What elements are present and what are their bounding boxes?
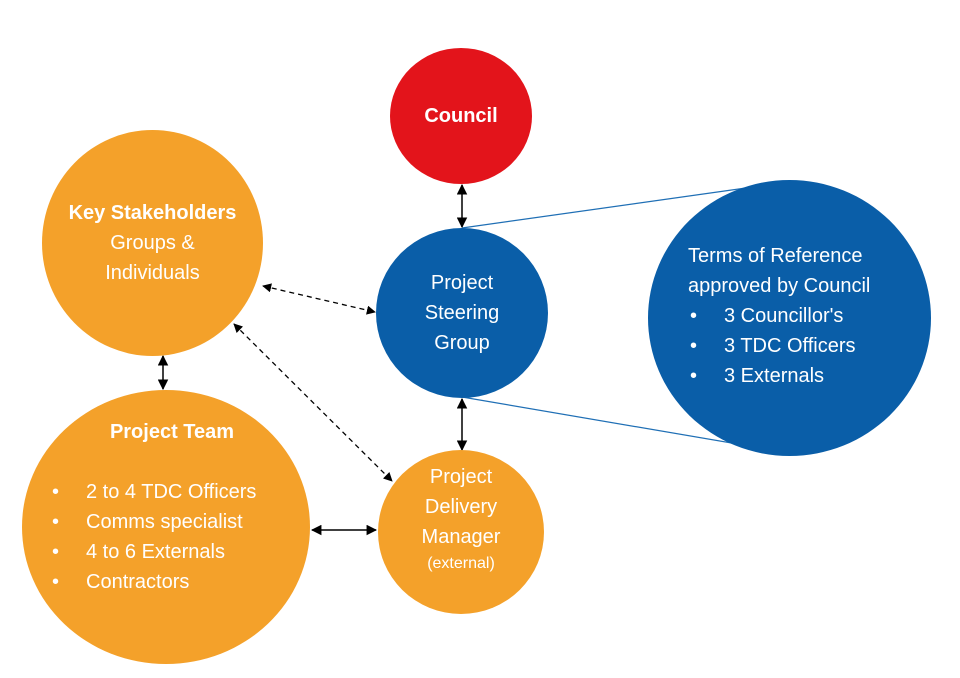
project-team-list: 2 to 4 TDC Officers Comms specialist 4 t… <box>50 477 256 597</box>
project-team-item: 4 to 6 Externals <box>50 537 256 567</box>
terms-item: 3 Councillor's <box>688 301 918 331</box>
callout-line-top <box>461 185 761 229</box>
council-label: Council <box>424 105 498 127</box>
arrow-stakeholders-delivery <box>233 323 393 482</box>
arrow-stakeholders-steering <box>262 283 376 315</box>
steering-group-node <box>376 228 548 398</box>
terms-item: 3 Externals <box>688 361 918 391</box>
key-stakeholders-line1: Groups & <box>110 232 195 254</box>
project-team-item: Comms specialist <box>50 507 256 537</box>
key-stakeholders-text: Key Stakeholders Groups & Individuals <box>42 198 263 288</box>
delivery-manager-line2: Delivery <box>424 496 498 518</box>
delivery-manager-line3: Manager <box>421 526 501 548</box>
project-team-title: Project Team <box>109 421 235 443</box>
steering-group-line1: Project <box>430 272 494 294</box>
steering-group-line3: Group <box>434 332 490 354</box>
council-node <box>390 48 532 184</box>
key-stakeholders-line2: Individuals <box>105 262 200 284</box>
delivery-manager-note: (external) <box>427 555 495 572</box>
project-team-item: Contractors <box>50 567 256 597</box>
delivery-manager-node <box>378 450 544 614</box>
key-stakeholders-node <box>42 130 263 356</box>
terms-of-reference-text: Terms of Reference approved by Council 3… <box>688 241 918 391</box>
key-stakeholders-title: Key Stakeholders <box>68 202 237 224</box>
delivery-manager-text: Project Delivery Manager (external) <box>378 462 544 576</box>
steering-group-line2: Steering <box>424 302 500 324</box>
terms-list: 3 Councillor's 3 TDC Officers 3 External… <box>688 301 918 391</box>
terms-item: 3 TDC Officers <box>688 331 918 361</box>
steering-group-text: Project Steering Group <box>376 268 548 358</box>
project-team-item: 2 to 4 TDC Officers <box>50 477 256 507</box>
terms-line2: approved by Council <box>688 275 871 297</box>
terms-line1: Terms of Reference <box>688 245 863 267</box>
delivery-manager-line1: Project <box>429 466 493 488</box>
